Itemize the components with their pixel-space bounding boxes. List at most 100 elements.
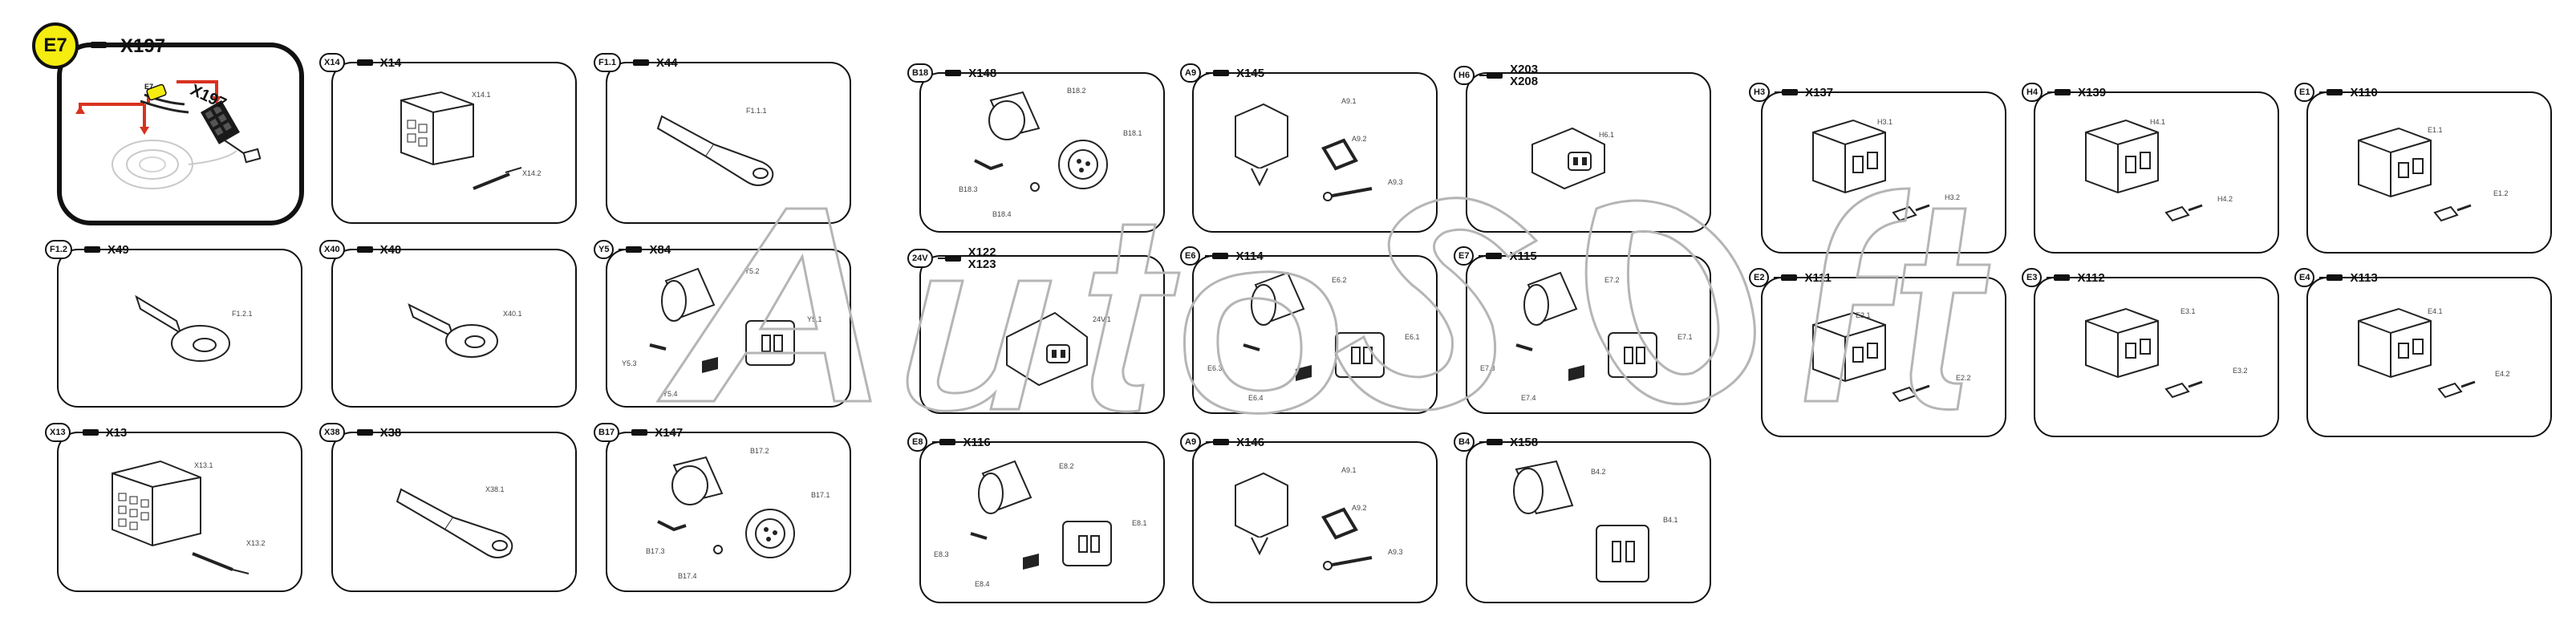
connector-panel	[331, 249, 577, 408]
plug-connector-drawing	[1531, 127, 1605, 190]
connector-label: X49	[108, 242, 129, 257]
panel-tag: E6 X114	[1180, 245, 1264, 266]
connector-pin-icon	[2047, 89, 2071, 95]
part-label: E8.1	[1132, 519, 1147, 527]
part-label: X14.1	[472, 91, 491, 99]
connector-label: X122	[968, 245, 996, 259]
connector-label: X158	[1510, 435, 1539, 449]
part-label: B18.4	[992, 210, 1012, 218]
location-badge: A9	[1180, 432, 1202, 452]
part-label: E7.1	[1677, 333, 1693, 341]
connector-pin-icon	[626, 59, 650, 66]
connector-pin-icon	[2319, 274, 2343, 281]
connector-label: X114	[1235, 249, 1264, 263]
part-label: H6.1	[1599, 131, 1615, 139]
connector-panel	[919, 441, 1165, 603]
part-label: 24V.1	[1093, 315, 1111, 323]
relay-housing-drawing	[2085, 119, 2203, 222]
connector-panel	[1466, 441, 1711, 603]
round-connector-drawing	[657, 456, 795, 558]
part-label: B17.1	[811, 491, 830, 499]
ring-terminal-drawing	[408, 303, 498, 358]
cable-lug-drawing	[656, 115, 774, 186]
part-label: F1.2.1	[232, 310, 253, 318]
part-label: B4.1	[1663, 516, 1678, 524]
relay-housing-drawing	[2358, 307, 2476, 399]
connector-label: X145	[1236, 66, 1265, 80]
main-panel-e7-x197	[57, 43, 304, 225]
connector-pin-icon	[1774, 274, 1798, 281]
multi-pin-housing-drawing	[112, 460, 249, 574]
part-label: X40.1	[503, 310, 522, 318]
connector-panel	[2306, 277, 2552, 437]
location-badge: X40	[319, 240, 345, 259]
part-label: E7.4	[1521, 394, 1536, 402]
part-label: E6.3	[1207, 364, 1223, 372]
part-label: E3.2	[2233, 367, 2248, 375]
connector-label: X84	[649, 242, 671, 257]
location-badge: X38	[319, 423, 345, 442]
part-label: B17.2	[750, 447, 769, 455]
part-label: E2.1	[1856, 311, 1871, 319]
bulb-and-seal-drawing	[1235, 103, 1373, 201]
inset-location-label: E7	[144, 83, 154, 91]
connector-pin-icon	[619, 246, 643, 253]
part-label: E3.1	[2180, 307, 2196, 315]
part-label: E1.1	[2428, 126, 2443, 134]
location-badge: E3	[2022, 268, 2043, 287]
connector-pin-icon	[1206, 70, 1230, 76]
connector-label: X123	[968, 258, 996, 271]
round-connector-drawing	[974, 91, 1108, 192]
location-badge: H6	[1454, 66, 1475, 85]
part-label: A9.3	[1388, 548, 1403, 556]
connector-panel	[606, 432, 851, 592]
connector-pin-icon	[349, 429, 374, 436]
location-badge: B17	[594, 423, 620, 442]
connector-pin-icon	[937, 255, 962, 262]
connector-label: X113	[2350, 270, 2378, 285]
connector-label: X111	[1804, 270, 1832, 285]
part-label: X13.2	[246, 539, 266, 547]
part-label: E6.2	[1332, 276, 1347, 284]
part-label: E4.1	[2428, 307, 2443, 315]
part-label: A9.2	[1352, 504, 1367, 512]
part-label: E6.4	[1248, 394, 1264, 402]
connector-label: X44	[656, 55, 678, 70]
part-label: Y5.1	[807, 315, 822, 323]
part-label: H4.2	[2217, 195, 2233, 203]
connector-panel	[919, 72, 1165, 233]
location-badge: Y5	[594, 240, 615, 259]
panel-tag: X38 X38	[319, 422, 401, 443]
connector-pin-icon	[938, 70, 962, 76]
part-label: B18.2	[1067, 87, 1086, 95]
connector-label: X208	[1510, 75, 1539, 88]
connector-pin-icon	[349, 59, 374, 66]
location-badge: E6	[1180, 246, 1201, 266]
part-label: H3.2	[1945, 193, 1961, 201]
connector-pin-icon	[1206, 439, 1230, 445]
part-label: X14.2	[522, 169, 542, 177]
part-label: B17.3	[646, 547, 665, 555]
part-label: E8.4	[975, 580, 990, 588]
part-label: E7.3	[1480, 364, 1495, 372]
location-badge: E8	[907, 432, 928, 452]
connector-label: X38	[379, 425, 402, 440]
part-label: E7.2	[1604, 276, 1620, 284]
connector-label: X14	[379, 55, 402, 70]
connector-pin-icon	[624, 429, 648, 436]
part-label: A9.1	[1341, 466, 1357, 474]
location-badge: E1	[2294, 83, 2315, 102]
location-badge: X13	[45, 423, 71, 442]
location-badge: E4	[2294, 268, 2315, 287]
